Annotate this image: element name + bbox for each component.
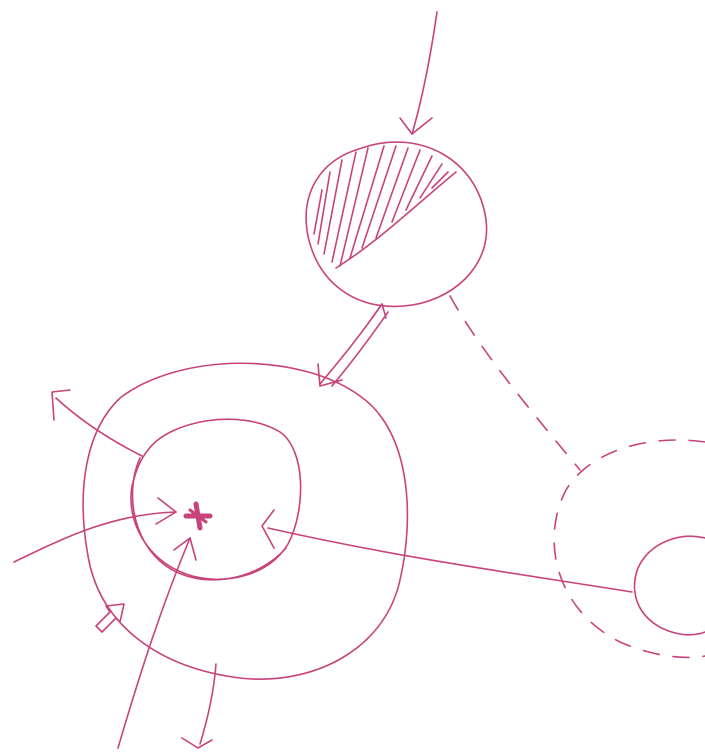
incoming-arrow-bottom — [117, 537, 197, 749]
incoming-arrow-right — [261, 509, 633, 593]
top-incoming-arrow — [399, 11, 438, 135]
center-cross-mark — [183, 501, 213, 531]
hatch-lines — [313, 145, 449, 267]
outgoing-arrow-bottom — [181, 663, 217, 749]
dashed-connector — [449, 295, 581, 471]
hatch-divider — [335, 171, 457, 269]
target-ring-inner — [130, 418, 302, 580]
hollow-arrow-icon — [95, 603, 125, 633]
hatched-circle — [305, 141, 488, 308]
outgoing-arrow-upper-left — [51, 389, 143, 457]
dashed-circle — [553, 439, 705, 659]
incoming-arrow-left — [13, 497, 177, 563]
target-ring-inner-second — [131, 457, 287, 581]
target-ring-outer — [82, 362, 409, 680]
link-hatched-to-ring — [317, 303, 389, 387]
small-circle — [633, 535, 705, 636]
